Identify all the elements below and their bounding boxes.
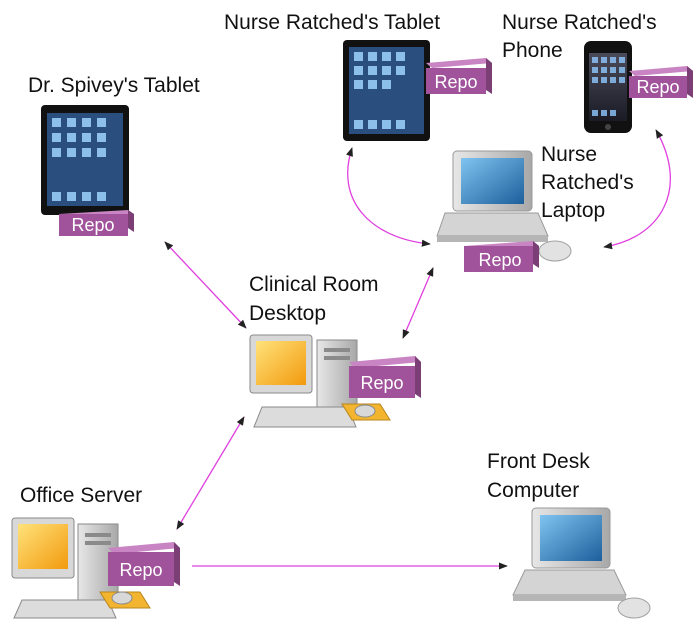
edge-clinical-desktop-ratched-laptop [402, 267, 434, 339]
node-label-line3: Laptop [541, 199, 605, 222]
node-clinical-desktop: Repo Clinical Room Desktop [249, 273, 421, 428]
node-label-line1: Nurse Ratched's [502, 11, 657, 34]
tablet-icon [41, 105, 129, 215]
edge-ratched-tablet-ratched-laptop [346, 147, 431, 247]
repo-label: Repo [636, 77, 679, 97]
node-spivey-tablet: Repo Dr. Spivey's Tablet [28, 74, 200, 236]
edge-spivey-tablet-clinical-desktop [164, 241, 247, 329]
laptop-icon [436, 150, 572, 262]
edge-office-server-clinical-desktop [176, 416, 245, 530]
repo-box: Repo [629, 66, 693, 98]
phone-icon [584, 41, 632, 133]
repo-label: Repo [478, 250, 521, 270]
node-label-line2: Computer [487, 479, 579, 502]
desktop-icon [249, 334, 391, 428]
node-label-line2: Desktop [249, 302, 326, 325]
repo-label: Repo [71, 215, 114, 235]
node-ratched-laptop: Repo Nurse Ratched's Laptop [436, 143, 634, 272]
node-label-line2: Phone [502, 39, 563, 62]
node-label-line1: Clinical Room [249, 273, 379, 296]
node-office-server: Repo Office Server [11, 484, 180, 619]
node-ratched-tablet: Repo Nurse Ratched's Tablet [224, 11, 492, 141]
node-label-line1: Front Desk [487, 450, 590, 473]
node-label-line2: Ratched's [541, 171, 634, 194]
edges [164, 129, 672, 570]
node-label: Dr. Spivey's Tablet [28, 74, 200, 97]
repo-label: Repo [434, 72, 477, 92]
repo-box: Repo [349, 356, 421, 398]
node-label: Office Server [20, 484, 142, 507]
laptop-icon [512, 507, 651, 619]
node-label: Nurse Ratched's Tablet [224, 11, 440, 34]
repo-box: Repo [464, 241, 539, 272]
node-ratched-phone: Repo Nurse Ratched's Phone [502, 11, 693, 133]
repo-box: Repo [108, 542, 180, 586]
node-label-line1: Nurse [541, 143, 597, 166]
repo-label: Repo [119, 560, 162, 580]
desktop-icon [11, 517, 151, 619]
repo-label: Repo [360, 373, 403, 393]
edge-ratched-phone-ratched-laptop [603, 129, 672, 250]
tablet-icon [343, 40, 430, 141]
node-front-desk: Front Desk Computer [487, 450, 651, 619]
repo-box: Repo [59, 210, 134, 236]
repo-box: Repo [426, 58, 492, 94]
